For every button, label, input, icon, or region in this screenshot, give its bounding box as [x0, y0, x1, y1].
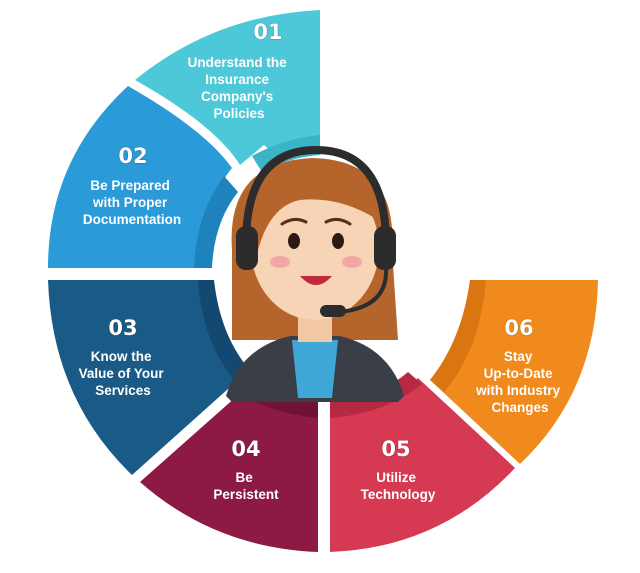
segment-01-shape: [135, 10, 320, 165]
segment-06-line-2: Up-to-Date: [484, 366, 553, 381]
segment-02-line-2: with Proper: [92, 195, 168, 210]
headset-mic-icon: [320, 305, 346, 317]
segment-04-line-1: Be: [235, 470, 253, 485]
segment-02-inner-band: [194, 176, 238, 268]
segment-01-line-2: Insurance: [205, 72, 269, 87]
segment-03-line-3: Services: [95, 383, 151, 398]
agent-hair-front: [250, 172, 378, 250]
headset-right-earcup: [374, 226, 396, 270]
segment-02: 02 Be Prepared with Proper Documentation: [48, 86, 238, 268]
segment-06-number: 06: [504, 316, 533, 340]
agent-right-eye: [332, 233, 344, 249]
headset-band: [242, 145, 390, 245]
segment-01-line-4: Policies: [213, 106, 264, 121]
segment-06-line-1: Stay: [504, 349, 533, 364]
svg-text:Understand the Insurance: Understand the Insurance Company's Polic…: [188, 55, 291, 121]
svg-text:Be Prepared with Proper: Be Prepared with Proper Documentation: [83, 178, 181, 227]
segment-01-line-1: Understand the: [188, 55, 288, 70]
segment-03-line-2: Value of Your: [79, 366, 165, 381]
segment-02-shape: [48, 86, 232, 268]
segment-06-line-4: Changes: [491, 400, 548, 415]
headset-mic-boom: [337, 267, 389, 314]
agent-mouth: [300, 276, 332, 285]
agent-blouse: [292, 340, 338, 398]
segment-06: 06 Stay Up-to-Date with Industry Changes: [430, 280, 598, 464]
segment-03-shape: [48, 280, 238, 475]
segment-05-line-2: Technology: [361, 487, 436, 502]
agent-left-eye: [288, 233, 300, 249]
segment-04-shape: [140, 388, 318, 552]
svg-text:Utilize Technology: Utilize Technology: [361, 470, 436, 502]
segment-06-line-3: with Industry: [475, 383, 560, 398]
agent-face: [251, 176, 379, 320]
segment-05-shape: [330, 378, 515, 552]
headset-left-earcup: [236, 226, 258, 270]
segment-03: 03 Know the Value of Your Services: [48, 280, 248, 475]
svg-text:Know the Value of Your: Know the Value of Your Services: [79, 349, 168, 398]
segment-03-inner-band: [198, 280, 248, 380]
segment-06-inner-band: [430, 280, 486, 392]
svg-text:Stay Up-to-Date wi: Stay Up-to-Date with Industry Changes: [475, 349, 564, 415]
svg-text:Be Persistent: Be Persistent: [213, 470, 279, 502]
segment-05-line-1: Utilize: [376, 470, 416, 485]
segment-01-number: 01: [253, 20, 282, 44]
agent-right-cheek: [342, 256, 362, 268]
agent-left-eyebrow: [280, 217, 308, 226]
segment-02-line-1: Be Prepared: [90, 178, 170, 193]
segment-01: 01 Understand the Insurance Company's Po…: [135, 10, 320, 172]
segment-04-number: 04: [231, 437, 260, 461]
segment-02-number: 02: [118, 144, 147, 168]
support-agent-illustration: [226, 145, 404, 402]
segment-03-number: 03: [108, 316, 137, 340]
agent-right-eyebrow: [324, 217, 352, 226]
segment-02-line-3: Documentation: [83, 212, 181, 227]
segment-05-number: 05: [381, 437, 410, 461]
segment-03-line-1: Know the: [91, 349, 152, 364]
segment-04-line-2: Persistent: [213, 487, 279, 502]
agent-left-cheek: [270, 256, 290, 268]
segment-01-line-3: Company's: [201, 89, 273, 104]
